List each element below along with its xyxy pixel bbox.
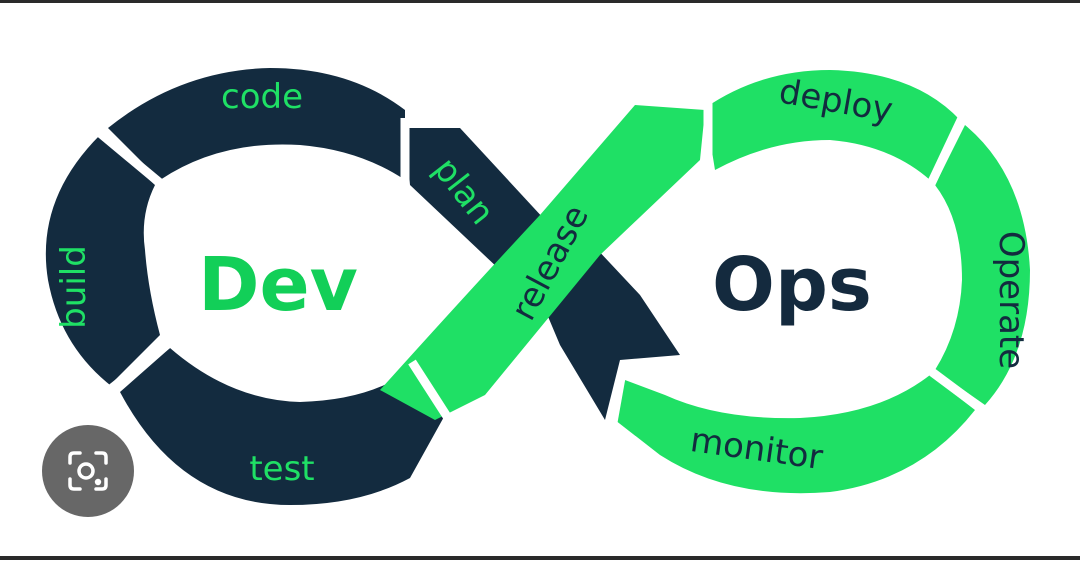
label-build: build [54,245,94,329]
ops-segment-monitor [615,375,975,494]
segment-separators [97,100,986,429]
ops-title: Ops [712,242,872,328]
dev-segment-build [45,135,161,385]
dev-segment-plan [405,128,545,270]
top-border [0,0,1080,3]
ops-segment-deploy [705,70,960,180]
bottom-border [0,556,1080,560]
visual-search-lens-icon [68,451,108,491]
label-code: code [221,77,303,117]
dev-segment-test [120,348,445,505]
visual-search-lens-button[interactable] [42,425,134,517]
dev-title: Dev [198,242,358,328]
label-operate: Operate [991,231,1031,369]
ops-segment-operate [935,125,1030,405]
dev-segment-code [108,68,405,180]
ops-segment-release [380,105,705,420]
label-test: test [249,449,314,489]
